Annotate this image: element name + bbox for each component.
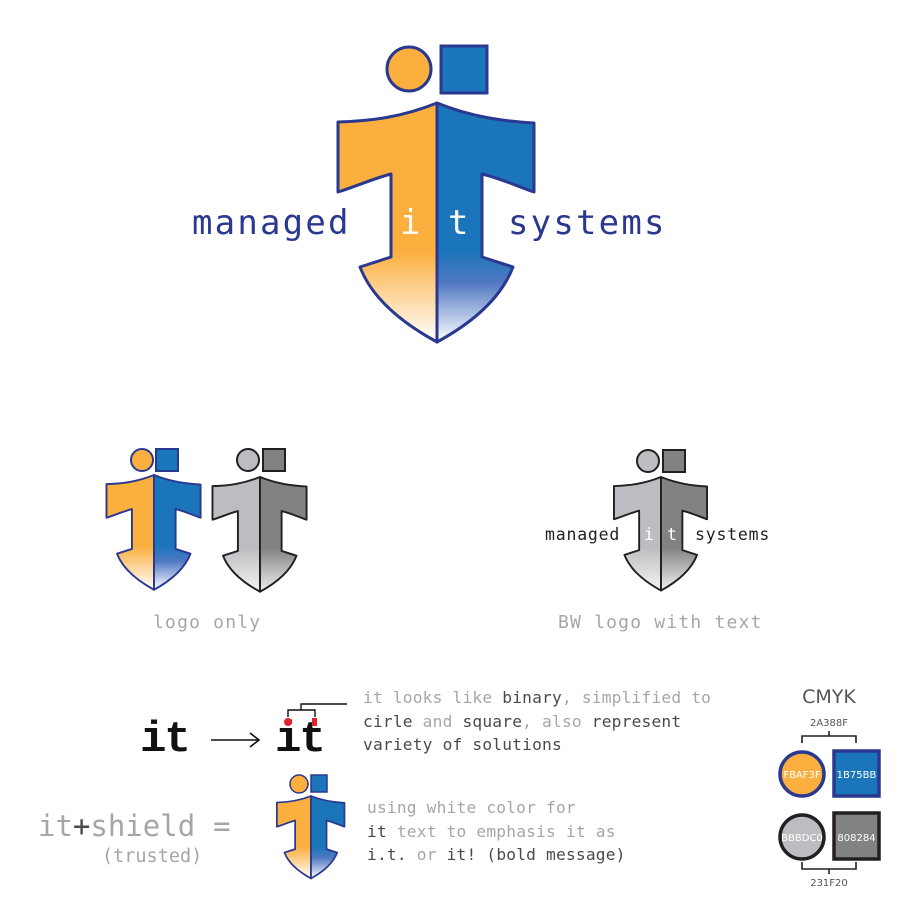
description-line: i.t. or it! (bold message) xyxy=(367,843,626,867)
logo-text-managed: managed xyxy=(192,203,351,243)
description-run: square xyxy=(462,711,523,731)
swatch-label: FBAF3F xyxy=(783,770,821,781)
logo-square-dot xyxy=(262,448,286,472)
logo-only-grey xyxy=(211,448,308,593)
description-run: , also xyxy=(522,711,592,731)
logo-circle-dot xyxy=(385,45,433,93)
white-color-description: using white color for it text to emphasis… xyxy=(367,796,626,867)
bw-text-managed: managed xyxy=(545,525,620,544)
description-run: binary xyxy=(502,688,562,707)
shield-equation: it+shield = (trusted) xyxy=(38,774,346,880)
description-run: text to emphasis it as xyxy=(386,821,616,841)
shield-icon xyxy=(613,476,709,592)
equation-line: it+shield = xyxy=(38,809,231,843)
description-run: represent xyxy=(591,711,682,731)
description-run: it xyxy=(367,821,387,841)
description-run: cirle xyxy=(363,711,413,731)
bw-text-systems: systems xyxy=(695,525,770,544)
logo-square-dot xyxy=(662,449,686,473)
swatch-label: BBBDC0 xyxy=(781,833,823,844)
equation-shield: shield xyxy=(90,809,195,843)
caption-bw-logo: BW logo with text xyxy=(558,612,763,633)
top-bracket xyxy=(801,731,857,743)
bw-letter-t: t xyxy=(667,525,677,544)
swatch-light-grey: BBBDC0 xyxy=(778,813,826,861)
description-run: or xyxy=(406,845,447,864)
logo-square-dot xyxy=(310,774,328,793)
cmyk-palette: CMYK 2A388F FBAF3F 1B75BB BBBDC0 808284 … xyxy=(778,686,881,889)
logo-letter-t: t xyxy=(448,203,468,243)
main-logo: managed i t systems xyxy=(192,44,667,344)
description-run: it looks like xyxy=(363,688,503,707)
description-line: it text to emphasis it as xyxy=(367,820,626,844)
palette-top-label: 2A388F xyxy=(810,718,848,729)
equation-subtitle: (trusted) xyxy=(102,846,202,867)
logo-circle-dot xyxy=(130,448,154,472)
binary-concept: it it xyxy=(140,703,347,765)
arrow-right-icon xyxy=(211,732,261,748)
equation-plus: + xyxy=(73,809,90,843)
concept-it-plain: it xyxy=(140,715,189,765)
logo-square-dot xyxy=(439,44,489,95)
logo-square-dot xyxy=(155,448,179,472)
caption-logo-only: logo only xyxy=(153,612,261,633)
description-line: cirle and square, also represent xyxy=(363,710,711,734)
logo-circle-dot xyxy=(236,448,260,472)
shield-icon xyxy=(336,101,536,344)
shield-icon xyxy=(211,476,308,593)
bw-logo-with-text: managed i t systems xyxy=(545,449,770,592)
description-line: using white color for xyxy=(367,796,626,820)
logo-circle-dot xyxy=(289,774,309,794)
swatch-label: 808284 xyxy=(837,833,875,844)
description-run: it! (bold message) xyxy=(446,845,626,864)
logo-letter-i: i xyxy=(400,203,420,243)
palette-bottom-label: 231F20 xyxy=(810,878,848,889)
description-line: it looks like binary, simplified to xyxy=(363,686,711,710)
bracket-connector xyxy=(287,703,347,717)
logo-only-color xyxy=(105,448,202,591)
equation-equals: = xyxy=(213,809,230,843)
equation-it: it xyxy=(38,809,73,843)
bottom-bracket xyxy=(801,862,857,874)
description-run: using white color for xyxy=(367,798,576,817)
logo-text-systems: systems xyxy=(508,203,667,243)
palette-title: CMYK xyxy=(802,686,856,708)
description-run: , simplified to xyxy=(561,688,712,707)
description-run: and xyxy=(412,711,463,731)
shield-icon xyxy=(275,795,346,880)
bw-letter-i: i xyxy=(644,525,654,544)
swatch-label: 1B75BB xyxy=(837,770,877,781)
red-dot-circle-icon xyxy=(284,718,292,726)
swatch-blue: 1B75BB xyxy=(832,749,881,798)
shield-icon xyxy=(105,474,202,591)
description-line: variety of solutions xyxy=(363,733,711,757)
logo-circle-dot xyxy=(636,449,660,473)
swatch-dark-grey: 808284 xyxy=(832,811,881,861)
swatch-orange: FBAF3F xyxy=(778,750,826,798)
concept-it-transformed: it xyxy=(275,715,324,765)
description-run: variety of solutions xyxy=(363,735,562,754)
red-dot-square-icon xyxy=(312,718,317,726)
description-run: i.t. xyxy=(367,845,407,864)
